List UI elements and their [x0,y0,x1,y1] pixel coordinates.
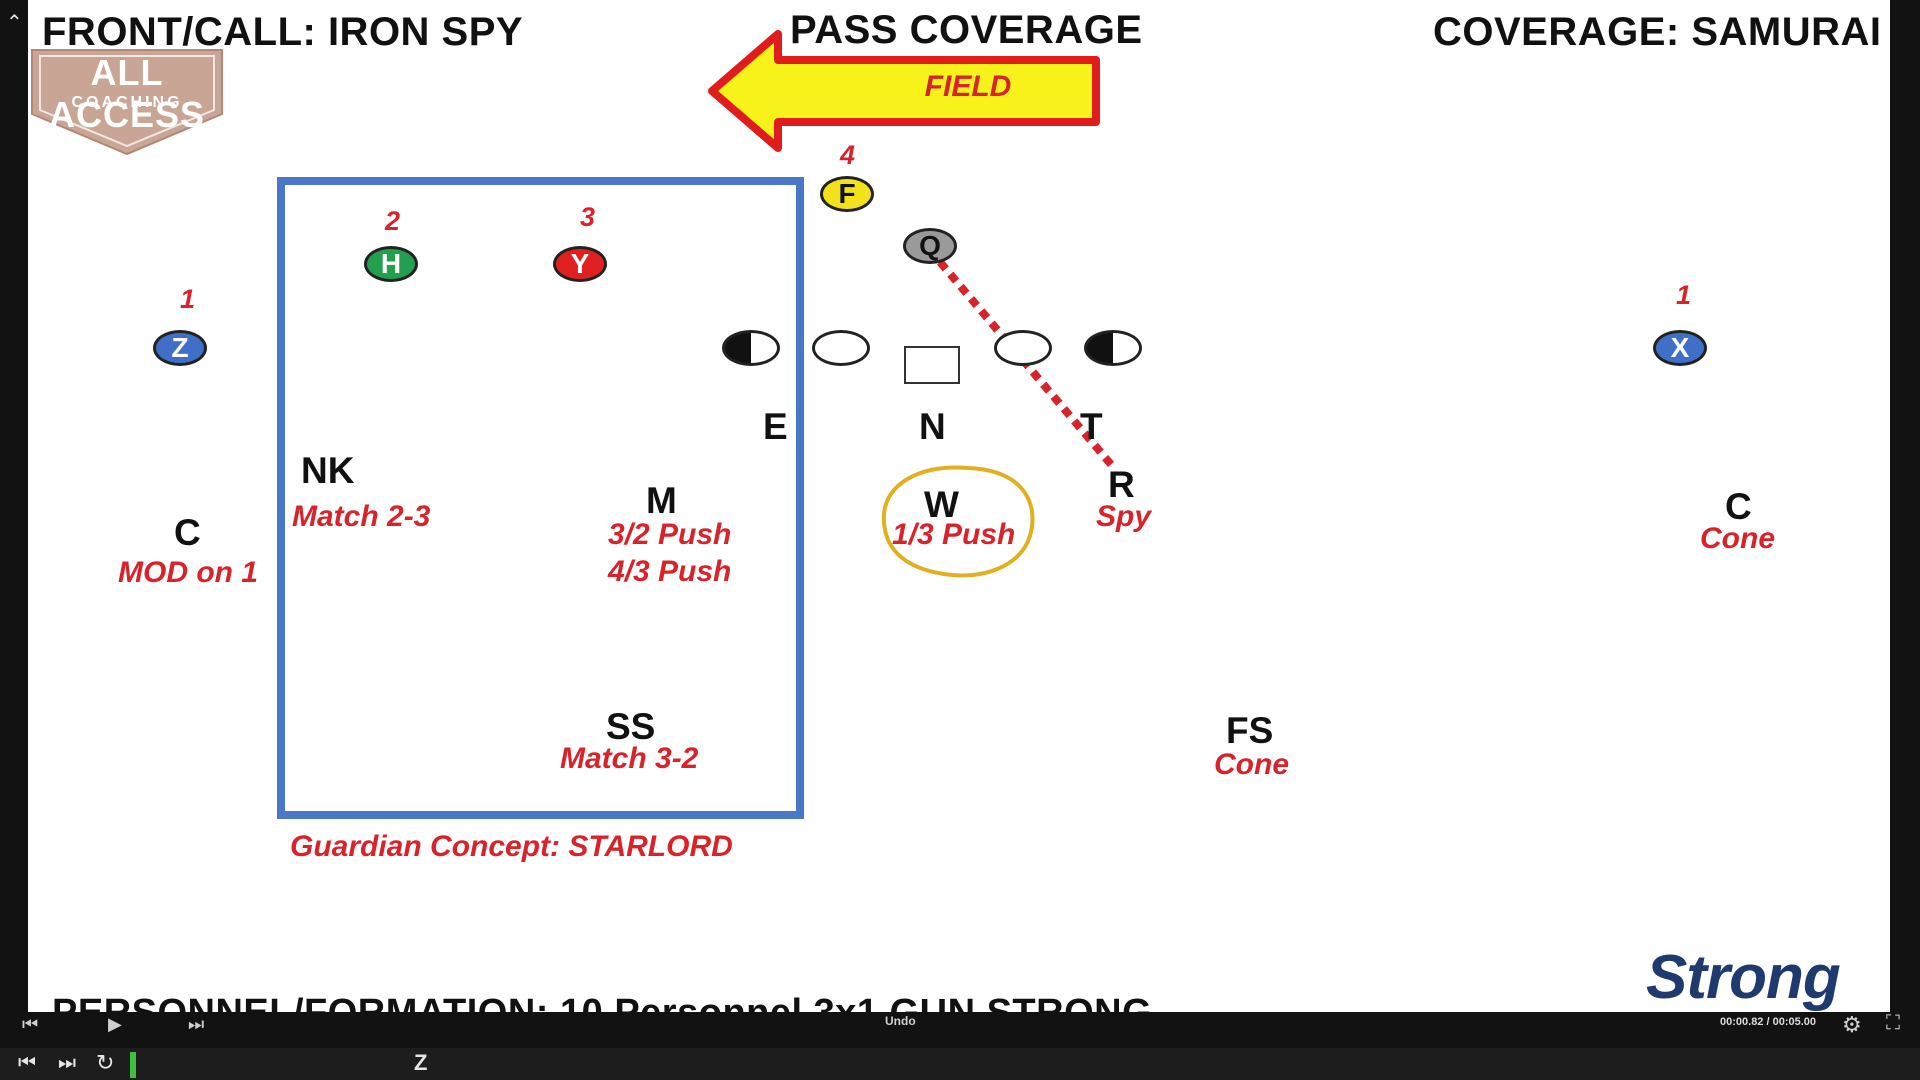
bottom-toolbar: ⏮ ⏭ ↻ Z [0,1048,1920,1080]
logo-line1: ALL ACCESS [48,52,206,135]
h-number: 2 [385,206,401,236]
skip-forward-icon[interactable]: ⏭ [58,1052,76,1074]
player-x: X [1653,330,1707,366]
player-q: Q [903,228,957,264]
defender-n: N [919,406,946,447]
all-access-coaching-logo: ALL ACCESS COACHING [30,48,224,156]
collapse-chevron-icon[interactable]: ⌃ [6,12,23,34]
play-icon[interactable]: ▶ [108,1014,122,1034]
player-h: H [364,246,418,282]
fast-forward-icon[interactable]: ⏭ [188,1014,205,1034]
settings-gear-icon[interactable]: ⚙ [1842,1012,1862,1037]
player-f: F [820,176,874,212]
progress-indicator[interactable] [130,1052,136,1078]
f-number: 4 [840,140,856,170]
z-number: 1 [180,284,196,314]
player-y: Y [553,246,607,282]
fullscreen-icon[interactable]: ⛶ [1886,1012,1900,1034]
player-y-letter: Y [570,248,590,279]
player-q-letter: Q [919,230,941,261]
defender-t: T [1080,406,1103,447]
lineman-right-tackle [1084,330,1142,366]
player-z-letter: Z [171,332,189,363]
player-f-letter: F [838,178,856,209]
defender-ss-assignment: Match 3-2 [560,742,699,775]
defender-fs-assignment: Cone [1214,748,1289,781]
defender-w: W [924,484,959,525]
defender-m: M [646,480,677,521]
defender-c-left-assignment: MOD on 1 [118,556,258,589]
lineman-right-guard [994,330,1052,366]
defender-e: E [763,406,788,447]
logo-line2: COACHING [71,94,183,111]
x-number: 1 [1676,280,1692,310]
player-h-letter: H [380,248,402,279]
defender-r-assignment: Spy [1096,500,1152,533]
undo-button[interactable]: Undo [885,1014,916,1028]
pass-coverage-title: PASS COVERAGE [790,8,1143,52]
field-arrow: FIELD [708,30,1108,152]
defender-c-left: C [174,512,201,553]
defender-w-assignment: 1/3 Push [892,518,1016,551]
defender-m-assignment-1: 3/2 Push [608,518,732,551]
defender-r: R [1108,464,1135,505]
rewind-icon[interactable]: ⏮ [22,1014,39,1034]
defender-m-assignment-2: 4/3 Push [608,555,732,588]
player-z: Z [153,330,207,366]
play-diagram-slide: FRONT/CALL: IRON SPY PASS COVERAGE COVER… [28,0,1890,1012]
strong-brand-logo: Strong [1646,943,1841,1012]
skip-back-icon[interactable]: ⏮ [18,1052,36,1074]
defender-nk: NK [301,450,355,491]
defender-c-right: C [1725,486,1752,527]
defender-c-right-assignment: Cone [1700,522,1775,555]
field-arrow-label: FIELD [924,70,1012,103]
personnel-formation: PERSONNEL/FORMATION: 10 Personnel 3x1 GU… [52,992,1152,1012]
coverage-title: COVERAGE: SAMURAI [1433,10,1882,54]
refresh-icon[interactable]: ↻ [96,1050,115,1075]
defender-ss: SS [606,706,656,747]
y-number: 3 [580,202,596,232]
coverage-box [277,177,804,819]
w-annotation-circle [881,465,1035,578]
lineman-left-tackle [722,330,780,366]
player-x-letter: X [1670,332,1690,363]
front-call-title: FRONT/CALL: IRON SPY [42,10,524,54]
guardian-concept: Guardian Concept: STARLORD [290,830,733,863]
time-readout: 00:00.82 / 00:05.00 [1720,1016,1817,1028]
lineman-center [904,346,960,384]
lineman-left-guard [812,330,870,366]
defender-nk-assignment: Match 2-3 [292,500,431,533]
defender-fs: FS [1226,710,1274,751]
app-logo-icon[interactable]: Z [414,1050,428,1075]
